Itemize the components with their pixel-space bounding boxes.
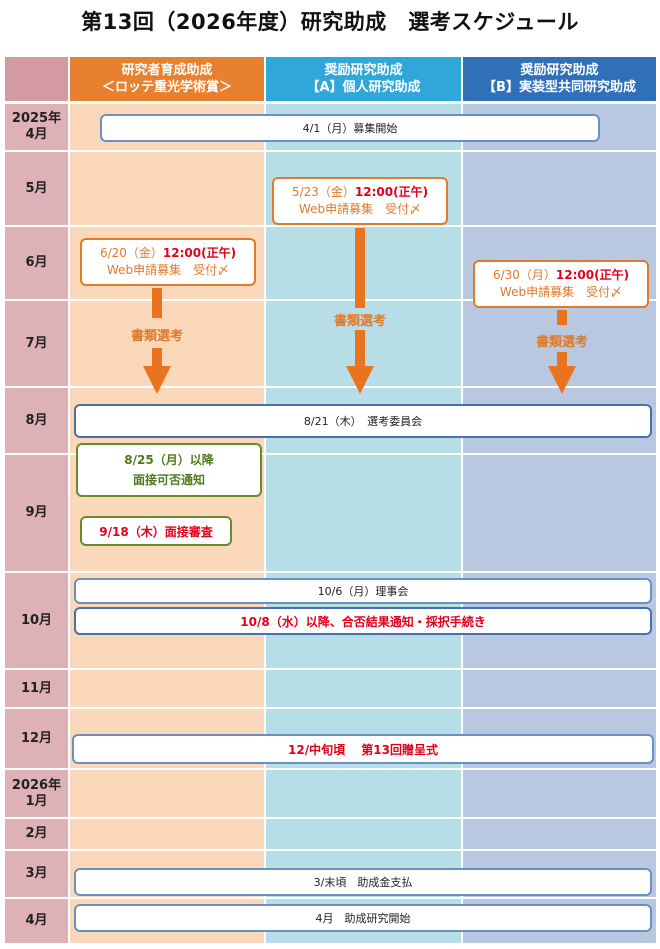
screening-label-lotte: 書類選考 xyxy=(130,329,183,344)
award-box: 12/中旬頃 第13回贈呈式 xyxy=(72,734,654,764)
month-label-line1: 6月 xyxy=(25,255,48,270)
cell-a xyxy=(266,455,461,571)
header-lotte-line1: 研究者育成助成 xyxy=(121,63,213,78)
month-label: 5月 xyxy=(5,152,68,225)
cell-a xyxy=(266,819,461,849)
cell-b xyxy=(463,670,656,707)
deadline-a-text: Web申請募集 受付〆 xyxy=(298,202,422,216)
month-label-line1: 4月 xyxy=(25,913,48,928)
deadline-a-box: 5/23（金）12:00(正午) Web申請募集 受付〆 xyxy=(272,177,448,225)
result-notice-box: 10/8（水）以降、合否結果通知・採択手続き xyxy=(74,607,652,635)
header-lotte: 研究者育成助成 ＜ロッテ重光学術賞＞ xyxy=(70,57,264,101)
header-b: 奨励研究助成 【B】実装型共同研究助成 xyxy=(463,57,656,101)
deadline-b-text: Web申請募集 受付〆 xyxy=(499,285,623,299)
recruit-start-box: 4/1（月）募集開始 xyxy=(100,114,600,142)
cell-b xyxy=(463,819,656,849)
header-b-line2: 【B】実装型共同研究助成 xyxy=(483,80,636,95)
month-label-line1: 2025年 xyxy=(11,111,62,126)
cell-lotte xyxy=(70,670,264,707)
cell-a xyxy=(266,670,461,707)
month-label-line1: 10月 xyxy=(20,612,53,628)
month-label-line1: 3月 xyxy=(25,866,48,881)
deadline-b-date: 6/30（月） xyxy=(492,268,556,282)
month-label: 4月 xyxy=(5,899,68,943)
month-label-line1: 9月 xyxy=(25,505,48,520)
interview-notice-line2: 面接可否通知 xyxy=(132,473,205,487)
month-label-line1: 5月 xyxy=(25,180,48,196)
deadline-b-time: 12:00(正午) xyxy=(555,268,630,282)
month-label: 2月 xyxy=(5,819,68,849)
cell-lotte xyxy=(70,770,264,817)
cell-a xyxy=(266,770,461,817)
month-label-line2: 1月 xyxy=(25,793,48,809)
research-start-box: 4月 助成研究開始 xyxy=(74,904,652,932)
month-label-line2: 4月 xyxy=(25,127,48,142)
month-label: 8月 xyxy=(5,388,68,453)
month-label-line1: 2026年 xyxy=(11,777,62,793)
header-a-line1: 奨励研究助成 xyxy=(324,63,403,78)
interview-box: 9/18（木）面接審査 xyxy=(80,516,232,546)
month-label: 9月 xyxy=(5,455,68,571)
deadline-a-time: 12:00(正午) xyxy=(354,185,429,199)
cell-a xyxy=(266,227,461,299)
header-a: 奨励研究助成 【A】個人研究助成 xyxy=(266,57,461,101)
month-label: 6月 xyxy=(5,227,68,299)
deadline-b-line1: 6/30（月）12:00(正午) xyxy=(493,267,629,284)
month-label: 12月 xyxy=(5,709,68,768)
board-box: 10/6（月）理事会 xyxy=(74,578,652,604)
month-label-line1: 11月 xyxy=(20,680,53,696)
month-label: 7月 xyxy=(5,301,68,386)
deadline-lotte-line1: 6/20（金）12:00(正午) xyxy=(100,245,236,262)
deadline-a-line1: 5/23（金）12:00(正午) xyxy=(292,184,428,201)
header-a-line2: 【A】個人研究助成 xyxy=(306,80,421,95)
cell-b xyxy=(463,455,656,571)
month-label-line1: 12月 xyxy=(20,730,53,746)
month-label: 10月 xyxy=(5,573,68,668)
deadline-a-date: 5/23（金） xyxy=(291,185,355,199)
deadline-lotte-time: 12:00(正午) xyxy=(162,246,237,260)
cell-lotte xyxy=(70,152,264,225)
month-label-line1: 8月 xyxy=(25,412,48,428)
deadline-lotte-date: 6/20（金） xyxy=(99,246,163,260)
cell-lotte xyxy=(70,819,264,849)
screening-label-b: 書類選考 xyxy=(535,335,588,350)
interview-notice-box: 8/25（月）以降 面接可否通知 xyxy=(76,443,262,497)
header-lotte-line2: ＜ロッテ重光学術賞＞ xyxy=(101,80,232,95)
month-label-line1: 7月 xyxy=(25,335,48,351)
interview-notice-line1: 8/25（月）以降 xyxy=(124,453,214,467)
cell-b xyxy=(463,152,656,225)
committee-box: 8/21（木） 選考委員会 xyxy=(74,404,652,438)
payment-box: 3/末頃 助成金支払 xyxy=(74,868,652,896)
header-b-line1: 奨励研究助成 xyxy=(520,63,599,78)
page-title: 第13回（2026年度）研究助成 選考スケジュール xyxy=(81,10,579,34)
deadline-lotte-text: Web申請募集 受付〆 xyxy=(106,263,230,277)
month-label: 3月 xyxy=(5,851,68,897)
deadline-lotte-box: 6/20（金）12:00(正午) Web申請募集 受付〆 xyxy=(80,238,256,286)
deadline-b-box: 6/30（月）12:00(正午) Web申請募集 受付〆 xyxy=(473,260,649,308)
cell-b xyxy=(463,770,656,817)
header-corner xyxy=(5,57,68,101)
month-label: 11月 xyxy=(5,670,68,707)
month-label-line1: 2月 xyxy=(25,826,48,841)
screening-label-a: 書類選考 xyxy=(333,314,386,329)
